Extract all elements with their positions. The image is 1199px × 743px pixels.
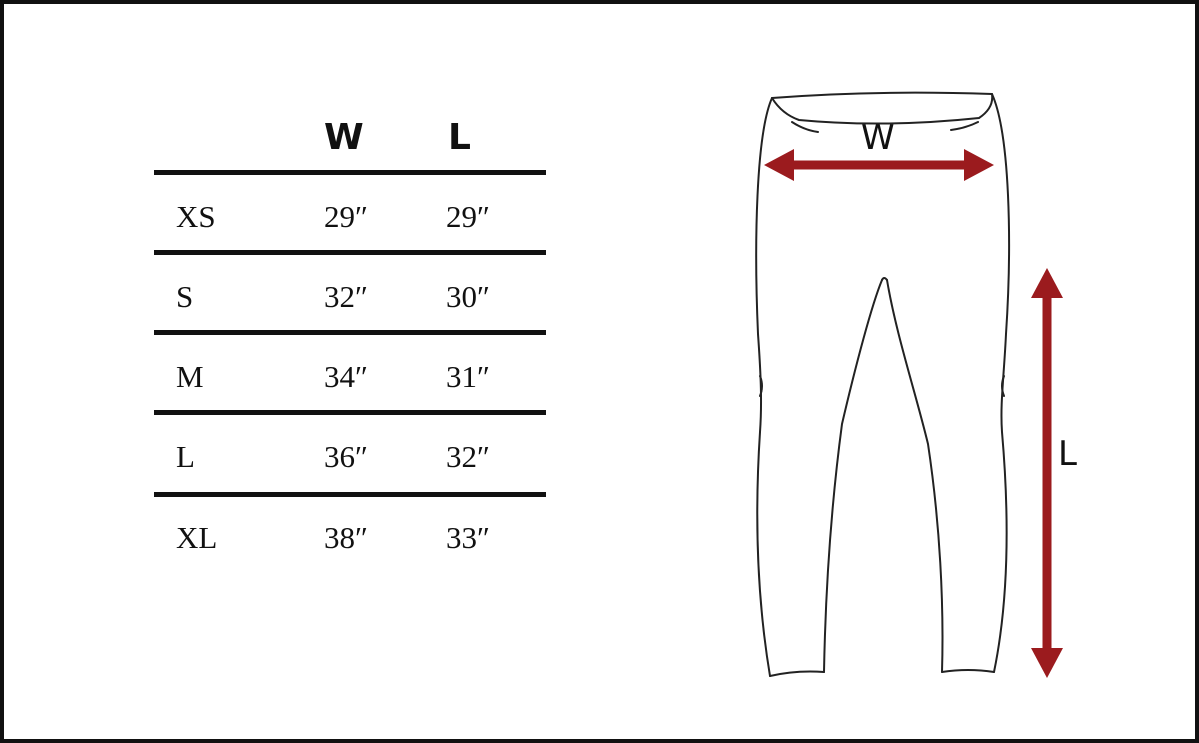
waist-value: 32″ (324, 279, 368, 314)
size-label: M (176, 359, 204, 394)
pants-outline-icon (755, 91, 1011, 677)
column-header-waist: W (324, 117, 364, 158)
pants-diagram (755, 91, 1063, 678)
size-label: XS (176, 199, 216, 234)
row-divider (154, 330, 546, 335)
length-arrow-top-head (1031, 268, 1063, 298)
waist-arrow-right-head (964, 149, 994, 181)
length-value: 32″ (446, 439, 490, 474)
length-value: 29″ (446, 199, 490, 234)
length-label: L (1058, 434, 1077, 474)
size-label: XL (176, 520, 218, 555)
length-value: 30″ (446, 279, 490, 314)
size-label: S (176, 279, 194, 314)
waist-value: 38″ (324, 520, 368, 555)
column-header-length: L (448, 117, 471, 158)
table-header-rule (154, 170, 546, 175)
waist-arrow-left-head (764, 149, 794, 181)
length-arrow (1031, 268, 1063, 678)
row-divider (154, 410, 546, 415)
length-value: 31″ (446, 359, 490, 394)
size-label: L (176, 439, 195, 474)
row-divider (154, 492, 546, 497)
waist-value: 34″ (324, 359, 368, 394)
length-arrow-bottom-head (1031, 648, 1063, 678)
waist-label: W (861, 118, 895, 158)
waist-value: 36″ (324, 439, 368, 474)
waist-value: 29″ (324, 199, 368, 234)
waist-arrow (764, 149, 994, 181)
length-value: 33″ (446, 520, 490, 555)
row-divider (154, 250, 546, 255)
